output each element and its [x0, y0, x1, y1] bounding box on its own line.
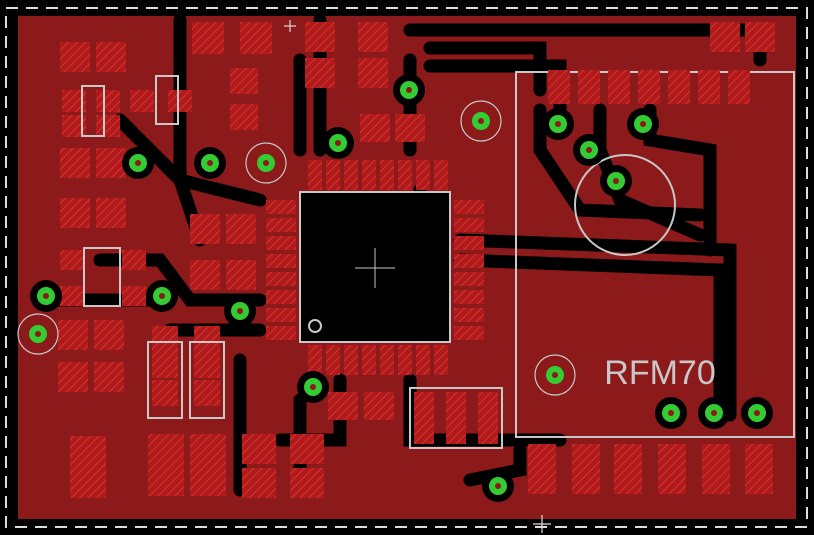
origin-markers: [284, 20, 551, 533]
via: [224, 295, 256, 327]
via: [122, 147, 154, 179]
via: [460, 100, 502, 142]
module-label: RFM70: [604, 354, 715, 392]
via: [194, 147, 226, 179]
via: [534, 354, 576, 396]
mcu-origin-cross: [355, 248, 395, 288]
via: [297, 371, 329, 403]
via: [17, 313, 59, 355]
board-outline: [5, 7, 808, 528]
mcu-pin1-marker: [308, 319, 322, 333]
rfm70-crystal-outline: [574, 154, 676, 256]
mcu-pads: [266, 160, 484, 375]
via-set: [17, 74, 773, 502]
via: [30, 280, 62, 312]
passive-pads: [58, 22, 775, 498]
component-silkscreen: [81, 75, 503, 449]
bottom-connector-pads: [528, 444, 773, 494]
via: [741, 397, 773, 429]
via: [146, 280, 178, 312]
via: [627, 108, 659, 140]
via: [482, 470, 514, 502]
via: [393, 74, 425, 106]
via: [655, 397, 687, 429]
via: [573, 134, 605, 166]
via: [600, 165, 632, 197]
via: [245, 142, 287, 184]
via: [698, 397, 730, 429]
rfm70-header-pads: [548, 70, 750, 104]
via: [322, 127, 354, 159]
via: [542, 108, 574, 140]
